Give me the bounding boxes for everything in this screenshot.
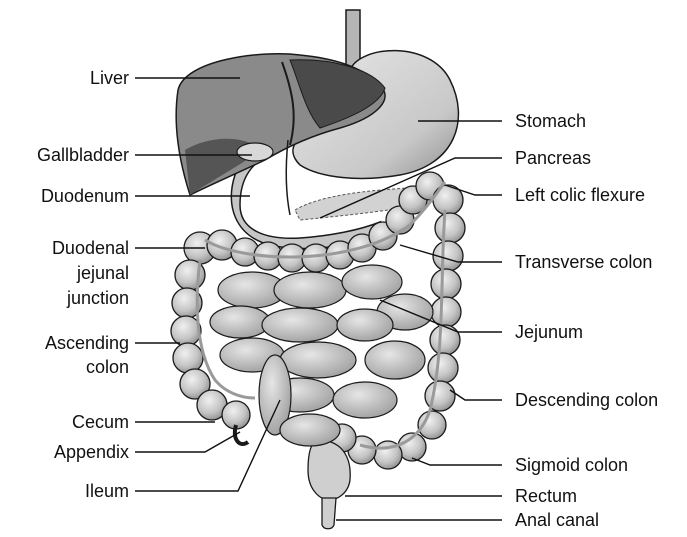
label-ileum: Ileum xyxy=(85,480,129,502)
label-liver: Liver xyxy=(90,67,129,89)
label-anal-canal: Anal canal xyxy=(515,509,599,531)
label-descending-colon: Descending colon xyxy=(515,389,658,411)
label-transverse-colon: Transverse colon xyxy=(515,251,652,273)
colon-segment xyxy=(435,213,465,243)
colon-segment xyxy=(222,401,250,429)
intestine-loop xyxy=(210,306,270,338)
label-jejunal: jejunal xyxy=(77,262,129,284)
label-rectum: Rectum xyxy=(515,485,577,507)
label-jejunum: Jejunum xyxy=(515,321,583,343)
leader-appendix xyxy=(135,432,240,452)
label-appendix: Appendix xyxy=(54,441,129,463)
anal-canal-shape xyxy=(322,498,336,529)
colon-segment xyxy=(173,343,203,373)
colon-segment xyxy=(428,353,458,383)
label-pancreas: Pancreas xyxy=(515,147,591,169)
intestine-loop xyxy=(262,308,338,342)
intestine-loop xyxy=(280,414,340,446)
label-left-colic-flexure: Left colic flexure xyxy=(515,184,645,206)
gallbladder-shape xyxy=(237,143,273,161)
label-junction: junction xyxy=(67,287,129,309)
label-gallbladder: Gallbladder xyxy=(37,144,129,166)
intestine-loop xyxy=(280,342,356,378)
colon-segment xyxy=(430,325,460,355)
intestine-loop xyxy=(342,265,402,299)
label-stomach: Stomach xyxy=(515,110,586,132)
label-ascending: Ascending xyxy=(45,332,129,354)
label-duodenum: Duodenum xyxy=(41,185,129,207)
label-cecum: Cecum xyxy=(72,411,129,433)
bile-duct xyxy=(286,140,290,215)
leader-sigmoid xyxy=(412,458,502,465)
label-sigmoid-colon: Sigmoid colon xyxy=(515,454,628,476)
intestine-loop xyxy=(333,382,397,418)
label-duodenal: Duodenal xyxy=(52,237,129,259)
intestine-loop xyxy=(274,272,346,308)
intestine-loop xyxy=(365,341,425,379)
leader-descending xyxy=(450,390,502,400)
intestine-loop xyxy=(337,309,393,341)
label-ascending-colon: colon xyxy=(86,356,129,378)
colon-segment xyxy=(431,269,461,299)
